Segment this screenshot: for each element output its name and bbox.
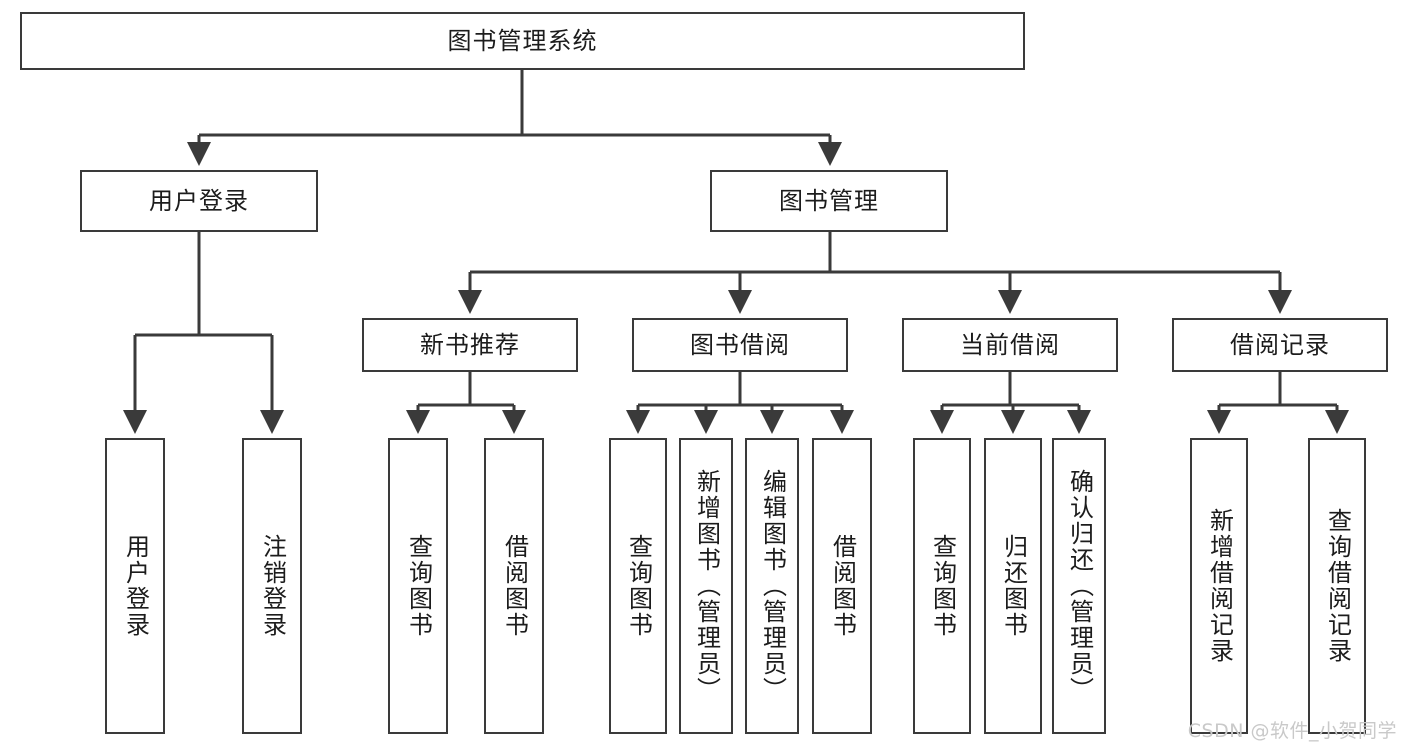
node-book-manage-label: 图书管理 bbox=[779, 186, 879, 215]
node-leaf-add-record-label: 新增借阅记录 bbox=[1205, 508, 1234, 664]
node-borrow-record[interactable]: 借阅记录 bbox=[1172, 318, 1388, 372]
node-leaf-query-book-3-label: 查询图书 bbox=[928, 534, 957, 638]
node-leaf-add-record[interactable]: 新增借阅记录 bbox=[1190, 438, 1248, 734]
node-leaf-borrow-book-2[interactable]: 借阅图书 bbox=[812, 438, 872, 734]
node-leaf-logout[interactable]: 注销登录 bbox=[242, 438, 302, 734]
node-leaf-user-login-label: 用户登录 bbox=[121, 534, 150, 638]
node-leaf-return-book[interactable]: 归还图书 bbox=[984, 438, 1042, 734]
node-new-book-recommend[interactable]: 新书推荐 bbox=[362, 318, 578, 372]
node-leaf-query-book-2[interactable]: 查询图书 bbox=[609, 438, 667, 734]
node-leaf-query-record-label: 查询借阅记录 bbox=[1323, 508, 1352, 664]
node-root[interactable]: 图书管理系统 bbox=[20, 12, 1025, 70]
node-leaf-query-book-1-label: 查询图书 bbox=[404, 534, 433, 638]
node-leaf-query-record[interactable]: 查询借阅记录 bbox=[1308, 438, 1366, 734]
watermark-text: CSDN @软件_小贺同学 bbox=[1187, 720, 1397, 742]
node-leaf-borrow-book-2-label: 借阅图书 bbox=[828, 534, 857, 638]
node-leaf-confirm-return-label: 确认归还（管理员） bbox=[1065, 469, 1094, 703]
node-leaf-borrow-book-1-label: 借阅图书 bbox=[500, 534, 529, 638]
node-leaf-query-book-1[interactable]: 查询图书 bbox=[388, 438, 448, 734]
node-new-book-recommend-label: 新书推荐 bbox=[420, 330, 520, 359]
node-user-login[interactable]: 用户登录 bbox=[80, 170, 318, 232]
node-user-login-label: 用户登录 bbox=[149, 186, 249, 215]
node-leaf-return-book-label: 归还图书 bbox=[999, 534, 1028, 638]
node-leaf-confirm-return[interactable]: 确认归还（管理员） bbox=[1052, 438, 1106, 734]
node-current-borrow[interactable]: 当前借阅 bbox=[902, 318, 1118, 372]
node-current-borrow-label: 当前借阅 bbox=[960, 330, 1060, 359]
node-leaf-query-book-3[interactable]: 查询图书 bbox=[913, 438, 971, 734]
node-leaf-user-login[interactable]: 用户登录 bbox=[105, 438, 165, 734]
node-borrow-record-label: 借阅记录 bbox=[1230, 330, 1330, 359]
node-leaf-edit-book[interactable]: 编辑图书（管理员） bbox=[745, 438, 799, 734]
node-leaf-query-book-2-label: 查询图书 bbox=[624, 534, 653, 638]
node-book-borrow[interactable]: 图书借阅 bbox=[632, 318, 848, 372]
node-leaf-borrow-book-1[interactable]: 借阅图书 bbox=[484, 438, 544, 734]
node-leaf-edit-book-label: 编辑图书（管理员） bbox=[758, 469, 787, 703]
node-leaf-logout-label: 注销登录 bbox=[258, 534, 287, 638]
node-book-manage[interactable]: 图书管理 bbox=[710, 170, 948, 232]
node-leaf-add-book-label: 新增图书（管理员） bbox=[692, 469, 721, 703]
node-book-borrow-label: 图书借阅 bbox=[690, 330, 790, 359]
node-leaf-add-book[interactable]: 新增图书（管理员） bbox=[679, 438, 733, 734]
node-root-label: 图书管理系统 bbox=[447, 26, 598, 55]
